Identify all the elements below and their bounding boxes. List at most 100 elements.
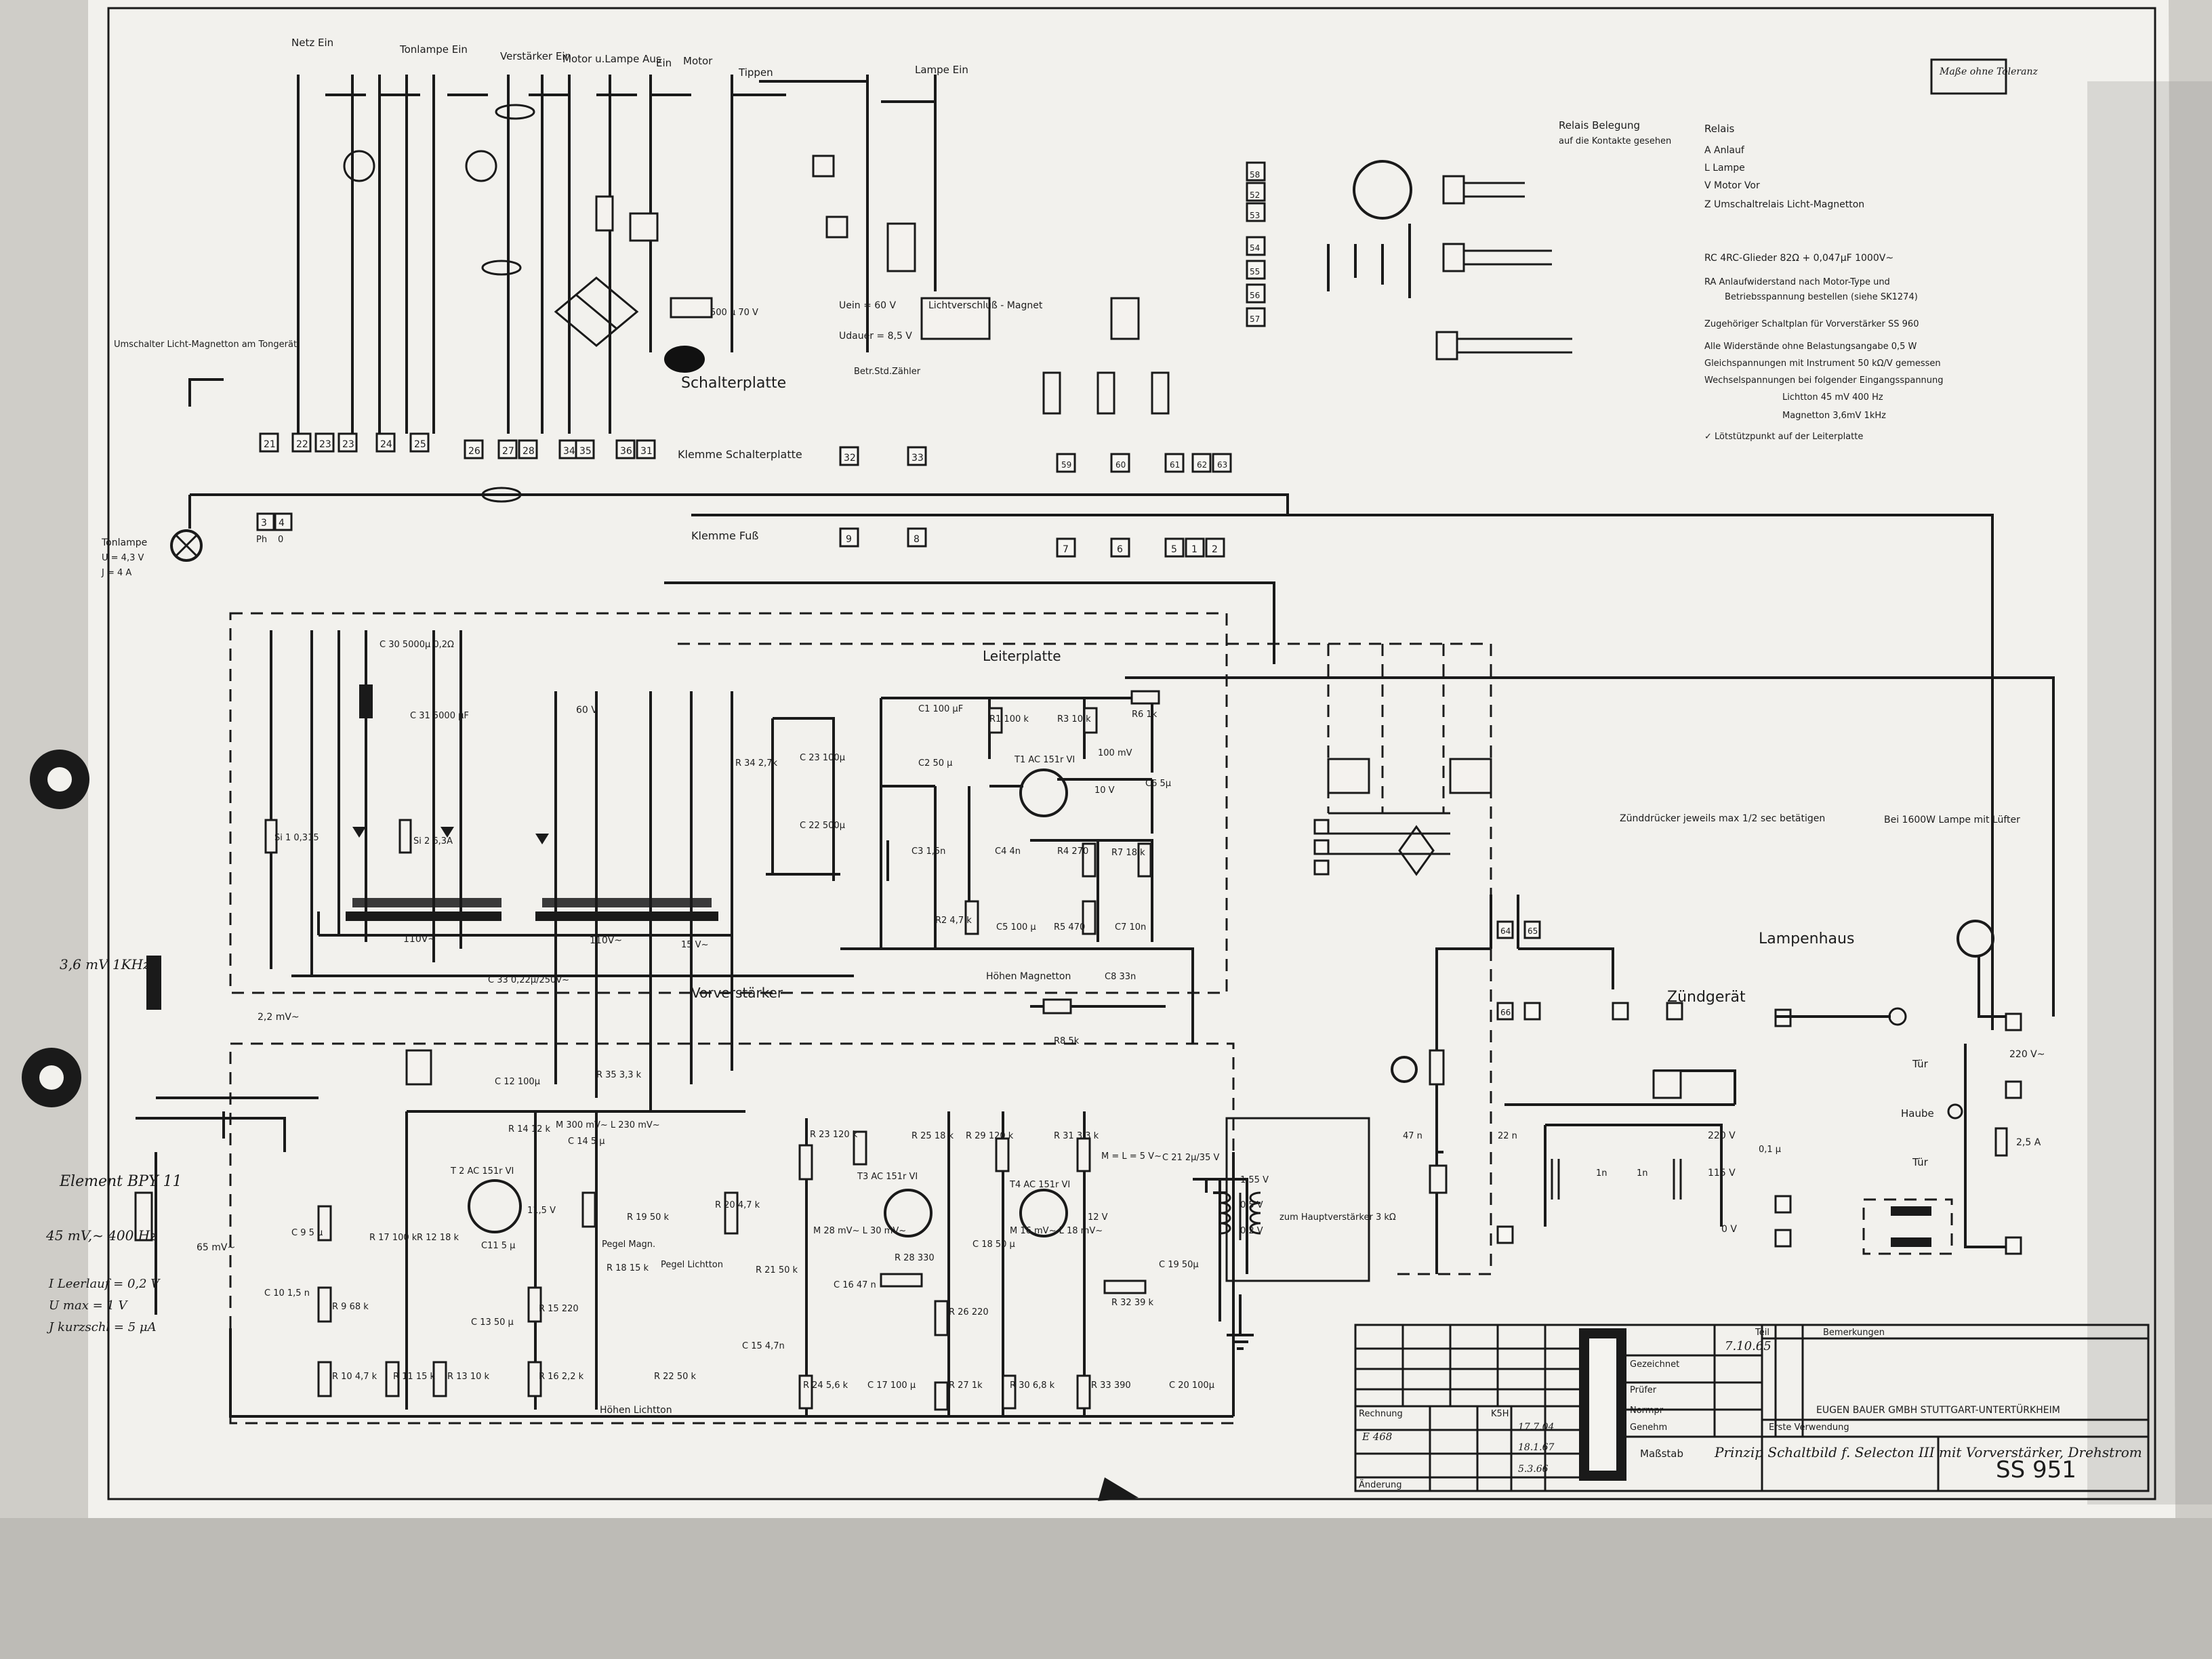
tb-d2: 18.1.67 [1518,1442,1555,1453]
legend-relais-v: V Motor Vor [1704,180,1760,191]
term-36: 36 [620,446,632,457]
term-22: 22 [296,439,308,450]
term-62: 62 [1197,460,1207,470]
term-23b: 23 [342,439,354,450]
label-tuer-1: Tür [1912,1058,1929,1070]
tb-massstab: Maßstab [1640,1448,1683,1460]
volt-v05: 0,5 V [1240,1200,1263,1210]
title-block [1354,1324,2150,1492]
comp-r25: R 25 18 k [912,1131,954,1141]
volt-m100: 100 mV [1098,748,1132,758]
term-6: 6 [1117,544,1123,555]
comp-c14: C 14 5 μ [568,1136,605,1147]
term-58: 58 [1250,170,1260,180]
volt-v10: 10 V [1094,785,1115,796]
label-ein: Ein [656,57,672,69]
voltage-labels: 100 mV 10 V M 300 mV~ L 230 mV~ 11,5 V M… [60,705,2045,1253]
term-53: 53 [1250,211,1260,220]
hand-annotations: Element BPY 11 45 mV,~ 400 Hz I Leerlauf… [45,1173,182,1334]
comp-r29: R 29 120 k [966,1131,1014,1141]
comp-r6: R6 1k [1132,710,1158,720]
label-tippen: Tippen [738,66,773,79]
volt-m300: M 300 mV~ L 230 mV~ [556,1120,660,1130]
terminal-numbers: 21 22 23 23 24 25 26 27 28 34 35 36 31 3… [256,170,1538,1017]
comp-c11: C11 5 μ [481,1241,515,1251]
volt-n1b: 1n [1637,1168,1648,1179]
comp-r19: R 19 50 k [627,1212,670,1223]
comp-r34: R 34 2,7k [735,758,778,769]
label-netz-ein: Netz Ein [291,37,333,49]
term-25: 25 [414,439,426,450]
comp-r15: R 15 220 [539,1304,579,1314]
label-zuenddruecker: Zünddrücker jeweils max 1/2 sec betätige… [1620,813,1825,824]
term-23a: 23 [319,439,331,450]
comp-c1: C1 100 μF [918,704,963,714]
anno-vals: 45 mV,~ 400 Hz [45,1227,157,1244]
label-motor: Motor [683,55,713,67]
comp-c9: C 9 5 μ [291,1228,323,1238]
term-55: 55 [1250,267,1260,276]
magnet-head-input [146,956,161,1010]
term-7: 7 [1063,544,1069,555]
tb-gezeichnet: Gezeichnet [1630,1359,1679,1370]
volt-v60: 60 V [576,705,598,716]
term-52: 52 [1250,190,1260,200]
term-21: 21 [264,439,276,450]
note-ra-2: Betriebsspannung bestellen (siehe SK1274… [1725,292,1918,302]
comp-r5: R5 470 [1054,922,1085,933]
volt-v12: 12 V [1088,1212,1108,1223]
comp-r11: R 11 15 k [393,1372,436,1382]
volt-m16: M 16 mV~ L 18 mV~ [1010,1226,1103,1236]
comp-r22: R 22 50 k [654,1372,697,1382]
comp-r28: R 28 330 [895,1253,935,1263]
label-tuer-2: Tür [1912,1156,1929,1168]
comp-c19: C 19 50μ [1159,1260,1199,1270]
comp-c5: C5 100 μ [996,922,1036,933]
tb-number: SS 951 [1996,1456,2076,1483]
comp-c7: C7 10n [1115,922,1146,933]
comp-r2: R2 4,7 k [935,916,972,926]
binder-hole-top [30,750,89,809]
legend-relais-a: A Anlauf [1704,145,1745,156]
tb-normpr: Normpr [1630,1406,1664,1416]
comp-r18: R 18 15 k [607,1263,649,1273]
term-64: 64 [1500,926,1511,936]
comp-si1: Si 1 0,315 [274,833,319,843]
term-24: 24 [380,439,392,450]
label-pegel-magn: Pegel Magn. [602,1240,655,1250]
label-hauptverstaerker: zum Hauptverstärker 3 kΩ [1279,1212,1396,1223]
volt-v110b: 110V~ [590,935,622,946]
block-labels: Schalterplatte Klemme Schalterplatte Kle… [101,300,2020,1416]
note-widerstaende: Alle Widerstände ohne Belastungsangabe 0… [1704,342,1917,352]
tb-company: EUGEN BAUER GMBH STUTTGART-UNTERTÜRKHEIM [1816,1404,2060,1416]
term-28: 28 [523,446,535,457]
label-tonlampe-u: U = 4,3 V [102,553,144,563]
note-ra-1: RA Anlaufwiderstand nach Motor-Type und [1704,277,1890,287]
comp-c31: C 31 5000 μF [410,711,469,721]
term-4: 4 [279,518,285,529]
volt-n47: 47 n [1403,1131,1422,1141]
tonlampe-symbol [170,529,203,562]
comp-c12: C 12 100μ [495,1077,540,1087]
legend-relais: Relais [1704,123,1735,135]
label-verstaerker-ein: Verstärker Ein [500,50,571,62]
comp-c13: C 13 50 μ [471,1317,514,1328]
label-zuendgeraet: Zündgerät [1667,989,1746,1006]
tb-date1: 7.10.65 [1725,1339,1771,1353]
comp-c18: C 18 50 μ [972,1240,1015,1250]
comp-c16: C 16 47 n [834,1280,876,1290]
note-lichtton: Lichtton 45 mV 400 Hz [1782,392,1883,403]
relay-legend-symbols [1435,175,1572,361]
term-ph: Ph [256,535,267,545]
output-transformer [1213,1117,1370,1350]
volt-v110a: 110V~ [403,934,436,945]
tb-k5h: K5H [1491,1409,1509,1419]
term-33: 33 [912,453,924,464]
comp-r10: R 10 4,7 k [332,1372,377,1382]
label-haube: Haube [1901,1107,1934,1120]
power-supply [264,684,854,977]
ink-blot [664,346,705,373]
klemme-fuss-row [256,512,1225,558]
label-lichtverschluss: Lichtverschluß - Magnet [928,300,1043,311]
